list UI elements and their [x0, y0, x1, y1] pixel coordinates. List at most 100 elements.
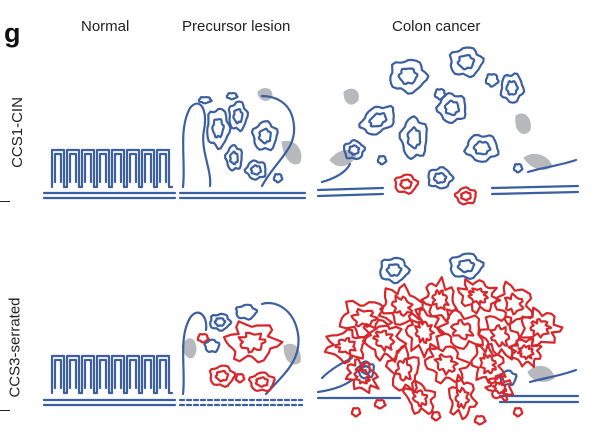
- cancer-gland-row1: [358, 104, 395, 136]
- cancer-gland-row1-lumen: [432, 171, 448, 185]
- cancer-red-gland-row2-lumen: [353, 365, 371, 385]
- cancer-small-gland-row1: [433, 88, 447, 101]
- cancer-red-gland-row2: [402, 379, 437, 415]
- cancer-gland-row1: [398, 115, 428, 161]
- column-title-cancer: Colon cancer: [392, 18, 481, 35]
- precursor-red-gland-row2: [208, 364, 237, 388]
- cancer-edge-right-row1: [526, 158, 578, 174]
- cancer-red-gland-row2-lumen: [479, 352, 497, 375]
- cancer-gland-row1-lumen: [348, 144, 361, 156]
- cancer-floor-left-row1: [316, 186, 385, 192]
- cancer-red-gland-row2-lumen: [433, 353, 459, 376]
- normal-crypts-row2: [50, 354, 174, 395]
- cancer-gland-row1-lumen: [368, 112, 388, 128]
- cancer-small-gland-row1: [484, 73, 500, 88]
- cancer-red-gland-row2: [384, 344, 420, 393]
- cancer-red-gland-row1: [453, 186, 477, 206]
- precursor-fold-right-row1: [260, 94, 296, 188]
- precursor-stroma-row2: [283, 343, 301, 365]
- cancer-edge-right-row2: [528, 368, 578, 384]
- precursor-gland-row1: [206, 107, 232, 151]
- cancer-gland-row1-lumen: [397, 67, 419, 85]
- precursor-stroma-row2: [181, 338, 197, 359]
- precursor-fold-row2: [181, 311, 208, 396]
- precursor-red-gland-row2: [247, 371, 276, 393]
- cancer-red-gland-row2-lumen: [411, 389, 429, 408]
- cancer-red-gland-row2-lumen: [504, 292, 525, 316]
- cancer-red-gland-row2-lumen: [391, 294, 414, 317]
- cancer-red-gland-row2: [470, 342, 507, 385]
- cancer-red-gland-row2: [484, 373, 515, 402]
- cancer-small-red-row2: [512, 407, 524, 418]
- precursor-fold-right-row2: [260, 301, 300, 396]
- cancer-small-red-row2: [430, 411, 442, 422]
- precursor-small-gland-row1: [197, 96, 213, 105]
- cancer-gland-row1-lumen: [443, 99, 461, 117]
- cancer-gland-row1: [343, 138, 367, 161]
- cancer-red-gland-row2: [323, 328, 367, 365]
- cancer-stroma-row1: [329, 150, 357, 167]
- normal-crypts-row2-inner: [53, 358, 168, 390]
- cancer-red-gland-row2: [338, 299, 394, 339]
- cancer-red-gland-row2: [518, 306, 564, 348]
- cancer-gland-row1: [389, 58, 430, 95]
- precursor-gland-row2: [209, 312, 233, 332]
- cancer-small-red-row2: [350, 407, 362, 418]
- precursor-gland-row1-lumen: [232, 108, 244, 125]
- cancer-gland-row2: [379, 256, 411, 285]
- cancer-red-gland-row2-lumen: [414, 320, 435, 345]
- panel-letter: g: [4, 18, 21, 48]
- cancer-gland-row1: [427, 166, 455, 190]
- cancer-gland-row1: [448, 46, 485, 79]
- cancer-floor-left-row2: [316, 378, 354, 394]
- precursor-red-gland-row2: [222, 320, 284, 364]
- cancer-red-gland-row2: [361, 318, 408, 363]
- cancer-gland-row1: [435, 92, 467, 125]
- cancer-floor-right-row1: [490, 184, 580, 190]
- precursor-gland-row1: [250, 120, 279, 152]
- column-title-normal: Normal: [81, 18, 130, 35]
- cancer-gland-row1-lumen: [456, 54, 476, 71]
- precursor-fold-row1: [181, 102, 212, 189]
- cancer-red-gland-row2-lumen: [350, 307, 379, 328]
- precursor-small-gland-row1: [225, 92, 239, 101]
- cancer-small-gland-row1: [376, 155, 388, 166]
- cancer-red-gland-row1-lumen: [399, 178, 413, 190]
- cancer-red-gland-row2-lumen: [372, 329, 396, 352]
- precursor-stroma-top-row1: [257, 88, 273, 101]
- cancer-red-gland-row1-lumen: [460, 190, 472, 202]
- precursor-gland-row2-lumen: [213, 317, 227, 327]
- precursor-gland-row2: [234, 303, 259, 321]
- cancer-red-gland-row2-lumen: [492, 380, 508, 395]
- row-divider-tick-bottom: [0, 410, 10, 411]
- cancer-gland-row2: [448, 252, 485, 281]
- precursor-small-red-row2: [196, 333, 210, 344]
- cancer-red-gland-row2: [447, 373, 479, 421]
- cancer-red-gland-row2: [420, 276, 459, 323]
- precursor-gland-row1-lumen: [229, 150, 239, 166]
- cancer-gland-row1-lumen: [472, 140, 492, 156]
- cancer-red-gland-row2: [379, 283, 424, 326]
- cancer-floor-right-row1-lower: [490, 190, 580, 196]
- cancer-red-gland-row2-lumen: [467, 287, 489, 307]
- normal-crypts-row1-inner: [53, 152, 168, 184]
- cancer-stroma-row1: [515, 113, 531, 134]
- cancer-small-gland-row1: [512, 163, 524, 174]
- cancer-gland-row1: [499, 72, 526, 104]
- cancer-red-gland-row2: [344, 358, 380, 394]
- cancer-stroma-row1: [343, 88, 359, 105]
- cancer-red-gland-row2-lumen: [394, 357, 413, 382]
- cancer-red-gland-row2: [456, 278, 502, 315]
- precursor-gland-row2: [203, 338, 221, 354]
- cancer-red-gland-row2-lumen: [516, 344, 535, 361]
- cancer-gland-row2: [498, 369, 518, 387]
- precursor-gland-row1: [243, 159, 267, 181]
- cancer-red-gland-row2: [404, 308, 447, 359]
- precursor-red-gland-row2-lumen: [254, 376, 269, 388]
- cancer-red-gland-row2-lumen: [489, 324, 510, 348]
- cancer-gland-row1-lumen: [406, 126, 422, 150]
- precursor-gland-row1-lumen: [249, 164, 263, 176]
- normal-crypts-row1: [50, 148, 174, 189]
- precursor-gland-row1-lumen: [211, 118, 225, 139]
